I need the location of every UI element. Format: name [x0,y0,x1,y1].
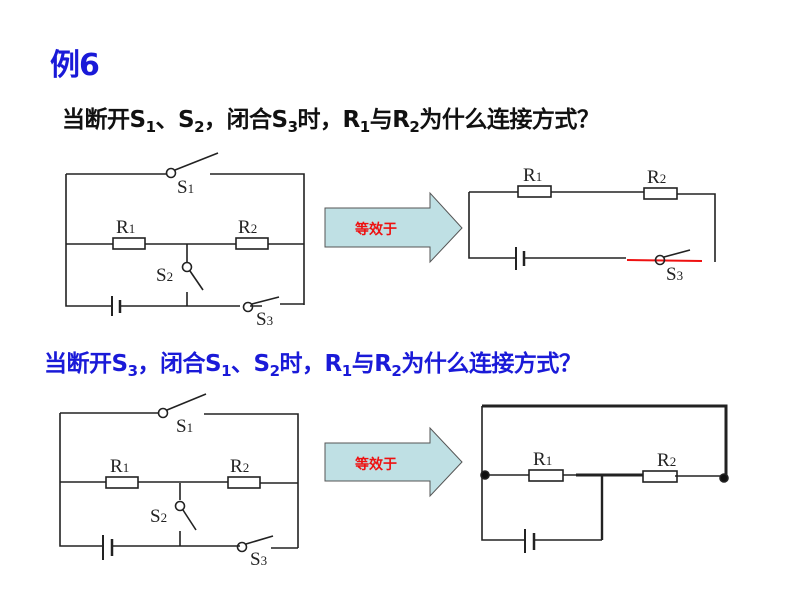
label-s3: S3 [256,309,273,330]
circuit-2-equivalent: R1 R2 [480,404,729,553]
resistor-r1 [112,237,146,250]
switch-s2-contact [174,500,186,512]
junction-node-left [480,470,490,480]
switch-s2-contact [181,261,193,273]
switch-s3-contact [236,541,248,553]
label-s3: S3 [666,264,683,285]
label-r2: R2 [230,456,249,477]
resistor-r2 [642,470,678,483]
resistor-r2 [643,187,678,200]
switch-s2-blade [182,509,197,531]
label-s1: S1 [177,177,194,198]
label-r1: R1 [116,217,135,238]
switch-s3-blade [251,296,280,305]
switch-s1-contact [165,167,177,179]
circuit-1-original: S1 R1 R2 S2 S3 [65,152,305,330]
label-s3: S3 [250,549,267,570]
label-r1: R1 [523,165,542,186]
resistor-r1 [517,185,552,198]
switch-s1-contact [157,407,169,419]
equivalent-arrow-2: 等效于 [324,426,463,498]
resistor-r1 [528,469,564,482]
switch-s3-contact [242,301,254,313]
label-s2: S2 [156,265,173,286]
example-title: 例6 [50,48,100,83]
arrow-label-1: 等效于 [355,221,397,238]
label-r1: R1 [110,456,129,477]
circuit-1-equivalent: R1 R2 S3 [468,165,716,285]
resistor-r1 [105,476,139,489]
resistor-r2 [227,476,261,489]
switch-s1-blade [166,393,207,411]
label-s2: S2 [150,506,167,527]
label-r2: R2 [657,450,676,471]
switch-s3-blade [663,249,691,258]
label-r1: R1 [533,449,552,470]
equivalent-arrow-1: 等效于 [324,191,463,264]
question-1: 当断开S1、S2，闭合S3时，R1与R2为什么连接方式？ [62,107,600,136]
label-r2: R2 [238,217,257,238]
question-2: 当断开S3，闭合S1、S2时，R1与R2为什么连接方式？ [44,351,582,380]
resistor-r2 [235,237,269,250]
label-r2: R2 [647,167,666,188]
switch-s3-blade [245,535,274,545]
arrow-label-2: 等效于 [355,456,397,473]
switch-s1-blade [174,152,219,171]
label-s1: S1 [176,416,193,437]
junction-node-right [719,473,729,483]
circuit-2-original: S1 R1 R2 S2 S3 [59,393,299,570]
switch-s2-blade [189,270,204,291]
switch-s3-contact [654,254,666,266]
